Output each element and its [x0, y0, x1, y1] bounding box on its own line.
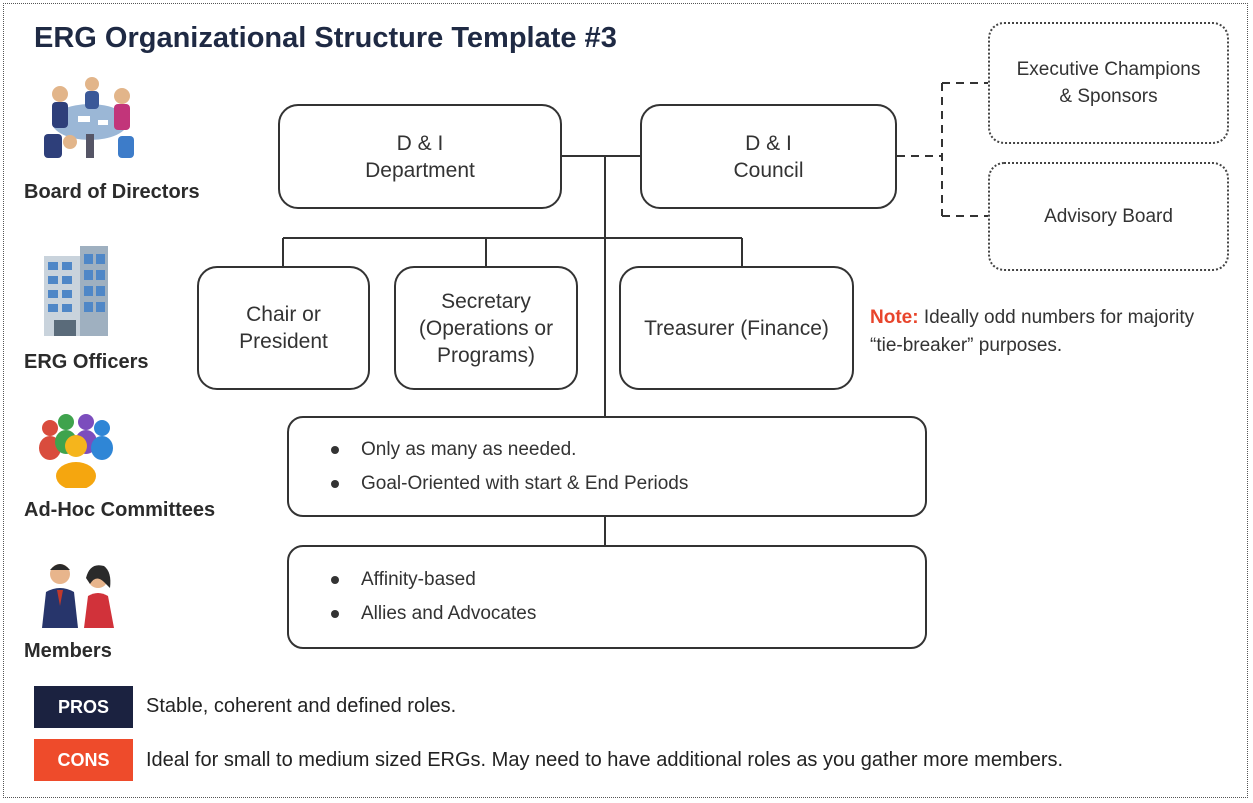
list-item: Affinity-based: [327, 563, 925, 597]
note-body: Ideally odd numbers for majority “tie-br…: [870, 307, 1195, 356]
chair-line2: President: [239, 330, 328, 353]
list-item: Allies and Advocates: [327, 597, 925, 631]
secretary-line3: Programs): [436, 343, 536, 367]
secretary-line1: Secretary: [441, 289, 531, 313]
chair-line1: Chair or: [246, 303, 321, 326]
di-department-line2: Department: [365, 158, 475, 182]
meeting-table-icon: [44, 77, 134, 158]
committees-box: Only as many as needed. Goal-Oriented wi…: [287, 416, 927, 517]
list-item: Only as many as needed.: [327, 433, 925, 467]
executive-line2: & Sponsors: [1059, 86, 1158, 107]
secretary-box: Secretary (Operations or Programs): [394, 266, 578, 390]
template-frame: [3, 3, 1248, 798]
di-council-line2: Council: [733, 158, 804, 182]
pros-text: Stable, coherent and defined roles.: [146, 695, 457, 717]
group-people-icon: [39, 414, 113, 488]
page-title: ERG Organizational Structure Template #3: [34, 22, 617, 54]
level-label-members: Members: [24, 640, 112, 662]
di-council-box: D & I Council: [640, 104, 897, 209]
list-item: Goal-Oriented with start & End Periods: [327, 467, 925, 501]
members-box: Affinity-based Allies and Advocates: [287, 545, 927, 649]
level-label-committees: Ad-Hoc Committees: [24, 499, 216, 521]
cons-badge: CONS: [34, 739, 133, 781]
executive-champions-box: Executive Champions & Sponsors: [988, 22, 1229, 144]
advisory-board-box: Advisory Board: [988, 162, 1229, 271]
di-department-line1: D & I: [396, 131, 444, 155]
di-department-box: D & I Department: [278, 104, 562, 209]
level-label-officers: ERG Officers: [24, 351, 149, 373]
secretary-line2: (Operations or: [418, 316, 554, 340]
business-people-icon: [42, 564, 114, 628]
note-text: Note: Ideally odd numbers for majority “…: [870, 304, 1200, 360]
office-building-icon: [44, 246, 108, 336]
treasurer-box: Treasurer (Finance): [619, 266, 854, 390]
di-council-line1: D & I: [745, 131, 792, 155]
cons-text: Ideal for small to medium sized ERGs. Ma…: [146, 749, 1064, 771]
chair-president-box: Chair or President: [197, 266, 370, 390]
level-label-board: Board of Directors: [24, 181, 200, 203]
pros-badge: PROS: [34, 686, 133, 728]
note-label: Note:: [870, 307, 919, 328]
executive-line1: Executive Champions: [1016, 59, 1201, 80]
